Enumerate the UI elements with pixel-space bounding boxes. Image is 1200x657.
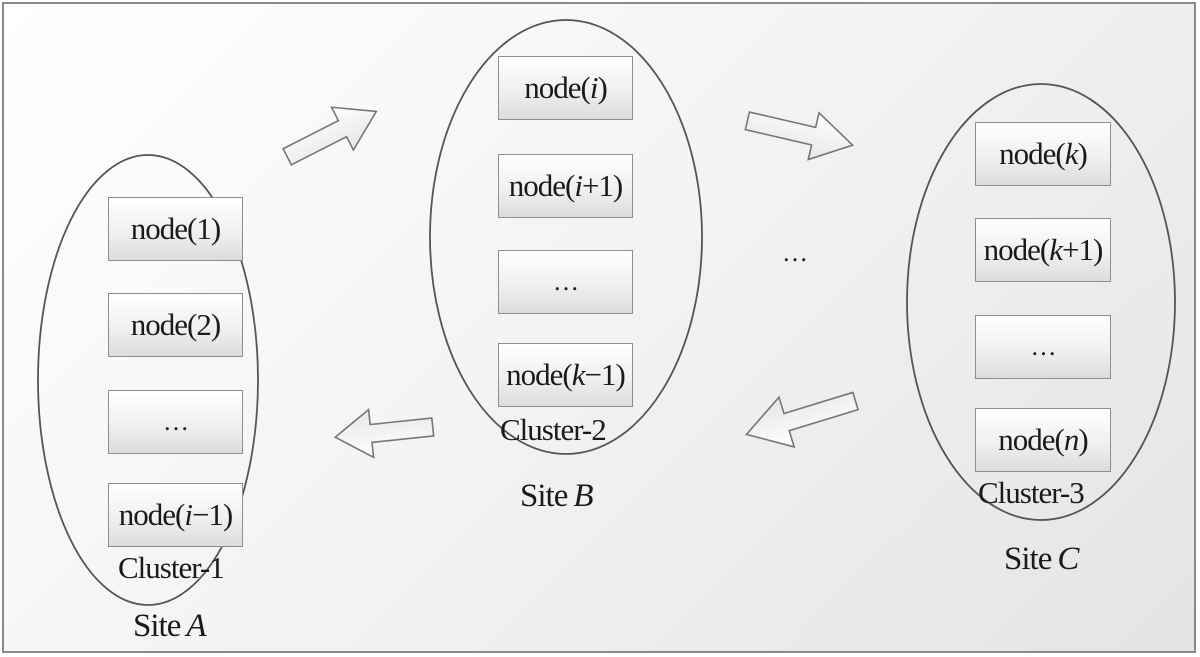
node-box-ellipsis: …	[975, 315, 1111, 379]
node-box: node(k)	[975, 122, 1111, 186]
node-box: node(k−1)	[498, 343, 633, 407]
node-box: node(i−1)	[108, 483, 243, 547]
arrow-a-to-b	[282, 106, 378, 166]
node-box: node(2)	[108, 293, 243, 357]
cluster-2-ellipse	[429, 19, 703, 455]
arrow-b-to-c	[744, 111, 855, 161]
cluster-1-ellipse	[37, 154, 259, 606]
cluster-3-ellipse	[906, 83, 1176, 521]
cluster-3-label: Cluster-3	[978, 475, 1085, 510]
node-box: node(k+1)	[975, 218, 1111, 282]
node-box: node(i)	[498, 56, 633, 120]
cluster-2-label: Cluster-2	[500, 412, 607, 447]
node-box: node(n)	[975, 408, 1111, 472]
node-box-ellipsis: …	[108, 390, 243, 454]
node-box-ellipsis: …	[498, 250, 633, 314]
node-box: node(1)	[108, 197, 243, 261]
arrow-c-to-b	[744, 391, 860, 449]
cluster-1-label: Cluster-1	[118, 550, 225, 585]
between-clusters-ellipsis: …	[782, 238, 808, 267]
node-box: node(i+1)	[498, 154, 633, 218]
arrow-b-to-a	[333, 408, 435, 459]
